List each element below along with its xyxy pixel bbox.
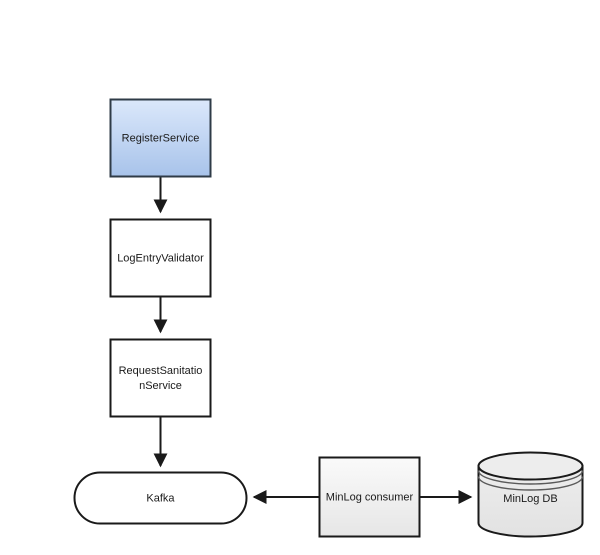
minlog-consumer-box[interactable] bbox=[318, 456, 421, 538]
request-sanitation-service-box[interactable] bbox=[109, 338, 212, 418]
node-minlog-consumer[interactable]: MinLog consumer bbox=[318, 456, 421, 538]
kafka-shape[interactable] bbox=[73, 471, 248, 525]
request-sanitation-service-label-line1: RequestSanitatio bbox=[119, 365, 203, 377]
minlog-consumer-label: MinLog consumer bbox=[326, 491, 414, 503]
node-log-entry-validator[interactable]: LogEntryValidator bbox=[109, 218, 212, 298]
minlog-db-body[interactable] bbox=[477, 465, 584, 538]
request-sanitation-service-label-line2: nService bbox=[139, 380, 182, 392]
kafka-label: Kafka bbox=[146, 492, 175, 504]
node-kafka[interactable]: Kafka bbox=[73, 471, 248, 525]
log-entry-validator-box[interactable] bbox=[109, 218, 212, 298]
register-service-label: RegisterService bbox=[122, 132, 200, 144]
log-entry-validator-label: LogEntryValidator bbox=[117, 252, 204, 264]
minlog-db-label: MinLog DB bbox=[503, 493, 557, 505]
minlog-db-top-disk bbox=[477, 451, 584, 481]
register-service-box[interactable] bbox=[109, 98, 212, 178]
edge-layer bbox=[153, 177, 473, 504]
minlog-db-band-1 bbox=[477, 470, 584, 485]
node-register-service[interactable]: RegisterService bbox=[109, 98, 212, 178]
minlog-db-band-2 bbox=[477, 476, 584, 491]
node-request-sanitation-service[interactable]: RequestSanitatio nService bbox=[109, 338, 212, 418]
node-minlog-db[interactable]: MinLog DB bbox=[477, 451, 584, 538]
